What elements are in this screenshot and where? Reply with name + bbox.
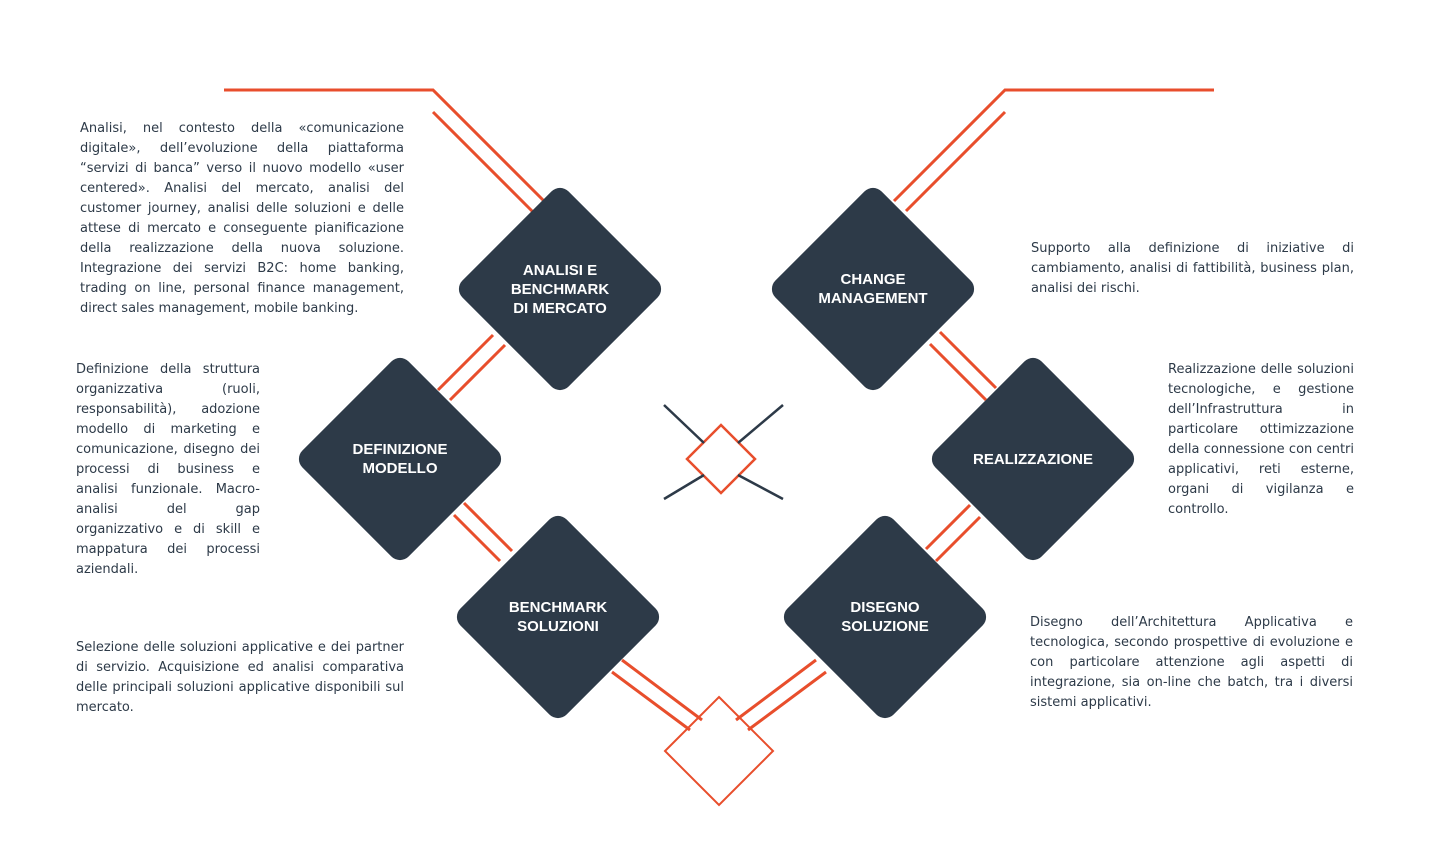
link-change-realizzazione-1 [928, 342, 988, 402]
node-analisi-benchmark-mercato: ANALISI E BENCHMARK DI MERCATO [453, 182, 667, 396]
node-label: DISEGNO SOLUZIONE [810, 598, 960, 636]
node-label-line: SOLUZIONI [517, 618, 599, 635]
node-label-line: MANAGEMENT [818, 290, 928, 307]
link-definizione-benchmark-2 [462, 501, 514, 553]
desc-analisi-benchmark-mercato: Analisi, nel contesto della «comunicazio… [80, 121, 404, 316]
center-cross-line-4 [663, 473, 705, 501]
desc-disegno-soluzione: Disegno dell’Architettura Applicativa e … [1030, 615, 1353, 710]
node-label-line: BENCHMARK [510, 280, 610, 298]
link-definizione-benchmark-1 [452, 513, 502, 563]
node-label: REALIZZAZIONE [958, 450, 1108, 469]
node-label-line: DI MERCATO [513, 299, 607, 317]
center-cross-line-3 [737, 404, 784, 444]
node-label-line: ANALISI E [522, 261, 598, 279]
link-realizzazione-disegno-1 [924, 503, 972, 551]
node-definizione-modello: DEFINIZIONE MODELLO [293, 352, 507, 566]
desc-change-management: Supporto alla definizione di iniziative … [1031, 241, 1354, 296]
node-label-line: DISEGNO [850, 599, 920, 616]
node-benchmark-soluzioni: BENCHMARK SOLUZIONI [451, 510, 665, 724]
node-label: ANALISI E BENCHMARK DI MERCATO [485, 261, 635, 318]
rail-top-left-inner [431, 110, 535, 214]
desc-realizzazione: Realizzazione delle soluzioni tecnologic… [1168, 362, 1354, 517]
rail-top-right-inner [904, 110, 1007, 213]
node-label: BENCHMARK SOLUZIONI [483, 598, 633, 636]
node-label-line: SOLUZIONE [841, 618, 929, 635]
link-analisi-definizione-2 [448, 343, 507, 402]
node-change-management: CHANGE MANAGEMENT [766, 182, 980, 396]
node-label-line: MODELLO [362, 460, 438, 477]
node-label-line: DEFINIZIONE [352, 441, 448, 458]
node-realizzazione: REALIZZAZIONE [926, 352, 1140, 566]
node-label-line: REALIZZAZIONE [973, 450, 1093, 468]
node-disegno-soluzione: DISEGNO SOLUZIONE [778, 510, 992, 724]
center-cross-line-1 [663, 404, 705, 444]
link-disegno-bottom-2 [735, 658, 817, 722]
rail-top-left [224, 88, 547, 204]
node-label: CHANGE MANAGEMENT [798, 270, 948, 308]
node-label-line: CHANGE [840, 271, 906, 288]
node-label: DEFINIZIONE MODELLO [325, 440, 475, 478]
link-benchmark-bottom-1 [611, 670, 691, 732]
link-change-realizzazione-2 [938, 330, 998, 390]
center-outline-diamond [685, 423, 757, 495]
node-label-line: BENCHMARK [508, 599, 608, 616]
link-realizzazione-disegno-2 [934, 515, 982, 563]
link-disegno-bottom-1 [747, 670, 827, 732]
center-cross-line-2 [737, 473, 784, 501]
desc-benchmark-soluzioni: Selezione delle soluzioni applicative e … [76, 640, 404, 715]
bottom-outline-diamond [663, 695, 775, 807]
desc-definizione-modello: Definizione della struttura organizzativ… [76, 362, 260, 577]
link-analisi-definizione-1 [436, 333, 495, 392]
link-benchmark-bottom-2 [621, 658, 703, 722]
rail-top-right [892, 88, 1214, 203]
